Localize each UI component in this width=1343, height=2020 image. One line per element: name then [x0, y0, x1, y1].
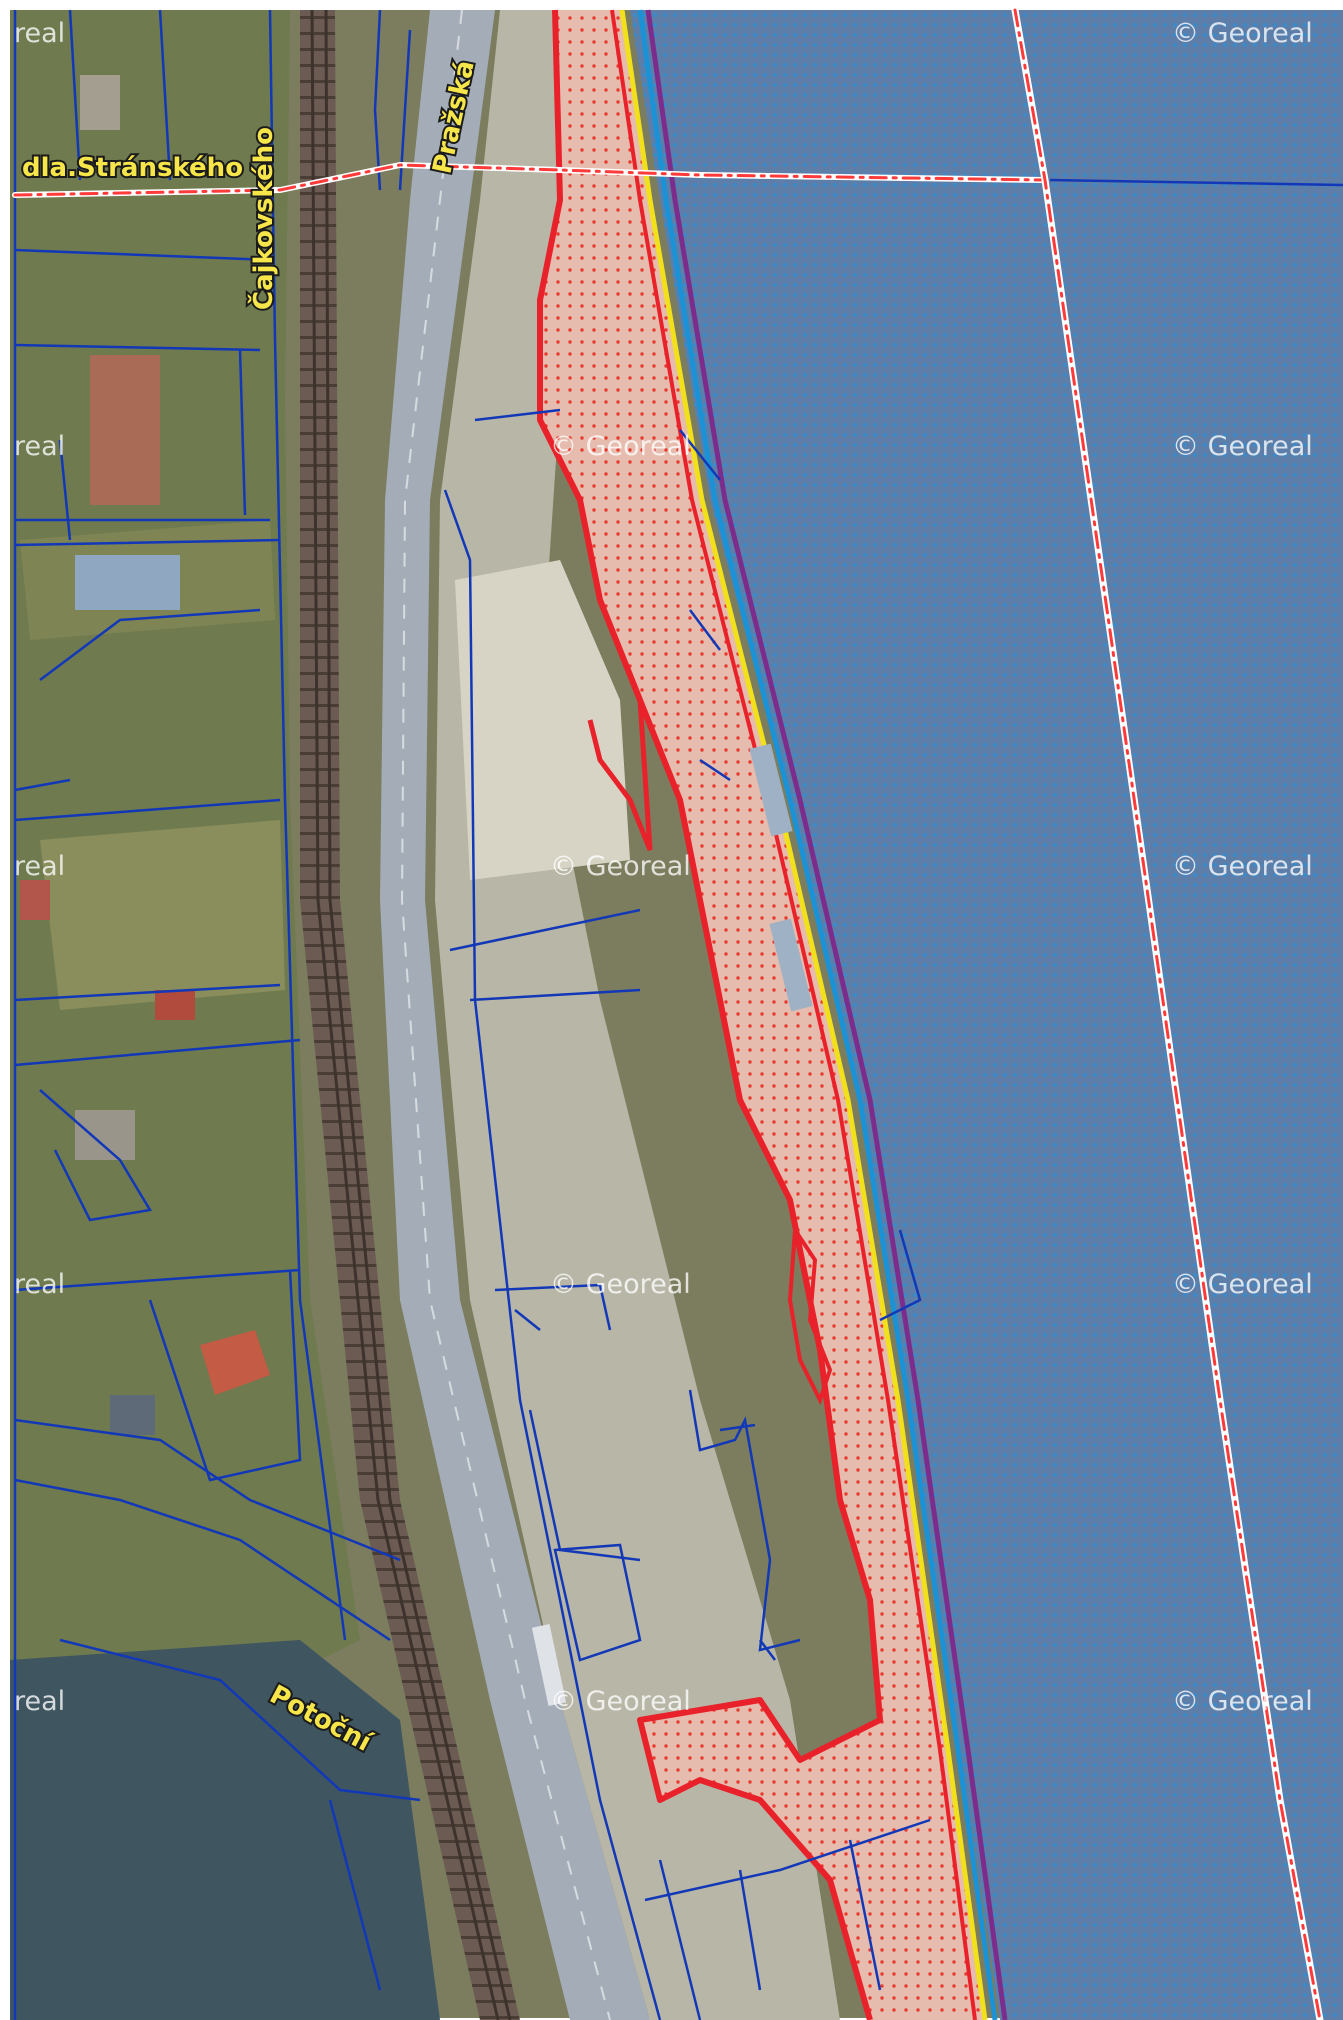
watermark: © Georeal	[550, 431, 691, 462]
roof	[80, 75, 120, 130]
dark-vegetation	[10, 1640, 440, 2020]
watermark: © Georeal	[1172, 18, 1313, 49]
purple-bank-line	[645, 9, 1008, 2020]
roof	[155, 990, 195, 1020]
watermark: © Georeal	[1172, 1686, 1313, 1717]
watermark-layer: © Georeal © Georeal © Georeal © Georeal …	[14, 18, 1313, 1717]
roof	[75, 1110, 135, 1160]
roof	[200, 1330, 270, 1395]
roof	[75, 555, 180, 610]
bare-ground	[455, 560, 630, 880]
red-bank-line	[610, 9, 977, 2020]
road-marking	[400, 9, 611, 2020]
watermark: real	[14, 851, 65, 882]
moored-boat	[769, 918, 813, 1012]
river-dots	[630, 10, 1343, 2020]
watermark: real	[14, 18, 65, 49]
roof	[20, 880, 50, 920]
blue-bank-line	[637, 9, 998, 2020]
watermark: real	[14, 431, 65, 462]
railway	[300, 10, 520, 2020]
meadow	[40, 820, 285, 1010]
street-label-stranskeho: dla.Stránského	[22, 153, 243, 183]
watermark: © Georeal	[550, 851, 691, 882]
watermark: real	[14, 1686, 65, 1717]
moored-boat	[749, 743, 793, 837]
floodplain-dots	[540, 10, 985, 2020]
parked-bus	[531, 1624, 567, 1706]
parcel-lines	[13, 9, 1343, 2020]
roof	[110, 1395, 155, 1435]
flood-outline-island	[787, 1224, 833, 1406]
tennis-court	[90, 355, 160, 505]
watermark: © Georeal	[1172, 1269, 1313, 1300]
road-prazska	[380, 10, 650, 2020]
yellow-bank-line	[619, 9, 988, 2020]
watermark: real	[14, 1269, 65, 1300]
street-label-cajkovskeho: Čajkovského	[247, 127, 279, 310]
industrial-area	[435, 10, 840, 2020]
flood-outline	[587, 699, 653, 851]
watermark: © Georeal	[1172, 431, 1313, 462]
watermark: © Georeal	[1172, 851, 1313, 882]
watermark: © Georeal	[550, 1686, 691, 1717]
rail-line	[310, 9, 500, 2020]
district-boundary	[12, 6, 1324, 2020]
watermark: © Georeal	[550, 1269, 691, 1300]
rail-line	[324, 9, 512, 2020]
